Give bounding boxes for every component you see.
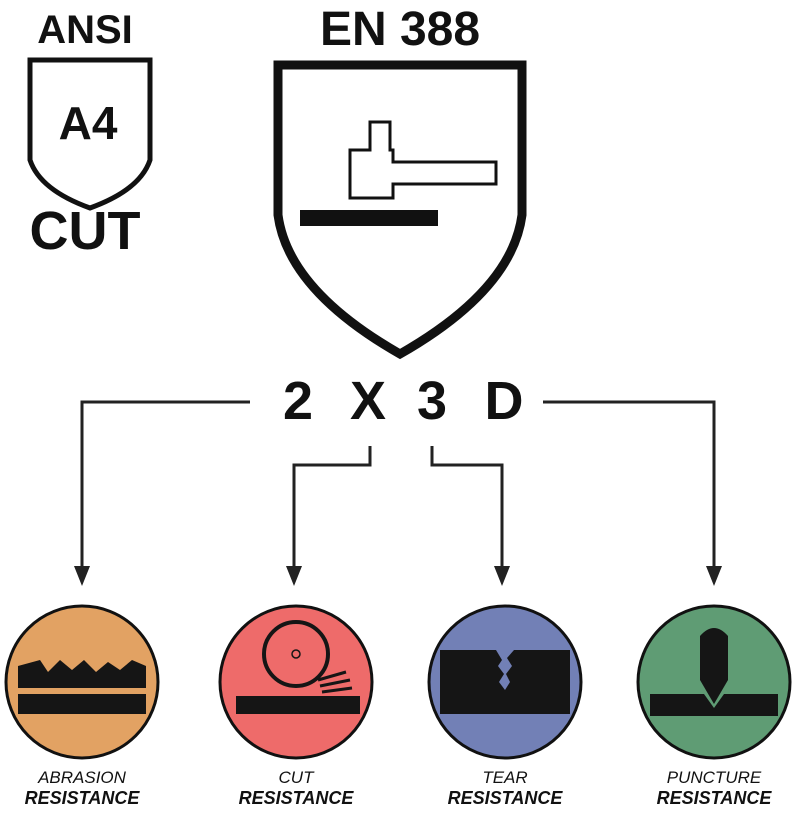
cut-blade-icon (218, 604, 374, 760)
ansi-title: ANSI (37, 8, 133, 52)
arrow-puncture (543, 400, 716, 570)
puncture-label-line1: PUNCTURE (666, 768, 762, 787)
puncture-label-line2: RESISTANCE (656, 788, 772, 808)
en388-code-tear: 3 (416, 371, 448, 431)
arrow-cut (292, 446, 372, 570)
en388-code-abrasion: 2 (282, 371, 314, 431)
ansi-caption: CUT (29, 201, 141, 261)
en388-shield-icon (273, 60, 527, 360)
abrasion-label-line1: ABRASION (38, 768, 126, 787)
cut-label-line1: CUT (278, 768, 314, 787)
cut-label-line2: RESISTANCE (238, 788, 354, 808)
arrowhead-tear (494, 566, 510, 586)
tear-label-line2: RESISTANCE (447, 788, 563, 808)
ansi-level-label: A4 (58, 97, 118, 149)
hammer-icon (348, 120, 498, 200)
en388-code-puncture: D (484, 371, 524, 431)
ansi-shield-icon (27, 57, 153, 211)
connector-arrows (80, 400, 716, 570)
arrow-tear (430, 446, 504, 570)
tear-icon (427, 604, 583, 760)
puncture-spike-icon (636, 604, 792, 760)
en388-code-cut: X (349, 371, 387, 431)
tear-label-line1: TEAR (482, 768, 528, 787)
en388-title: EN 388 (319, 3, 481, 56)
abrasion-icon (4, 604, 160, 760)
arrow-abrasion (80, 400, 250, 570)
anvil-bar (300, 210, 438, 226)
arrowhead-cut (286, 566, 302, 586)
arrowhead-abrasion (74, 566, 90, 586)
arrowhead-puncture (706, 566, 722, 586)
abrasion-label-line2: RESISTANCE (24, 788, 140, 808)
